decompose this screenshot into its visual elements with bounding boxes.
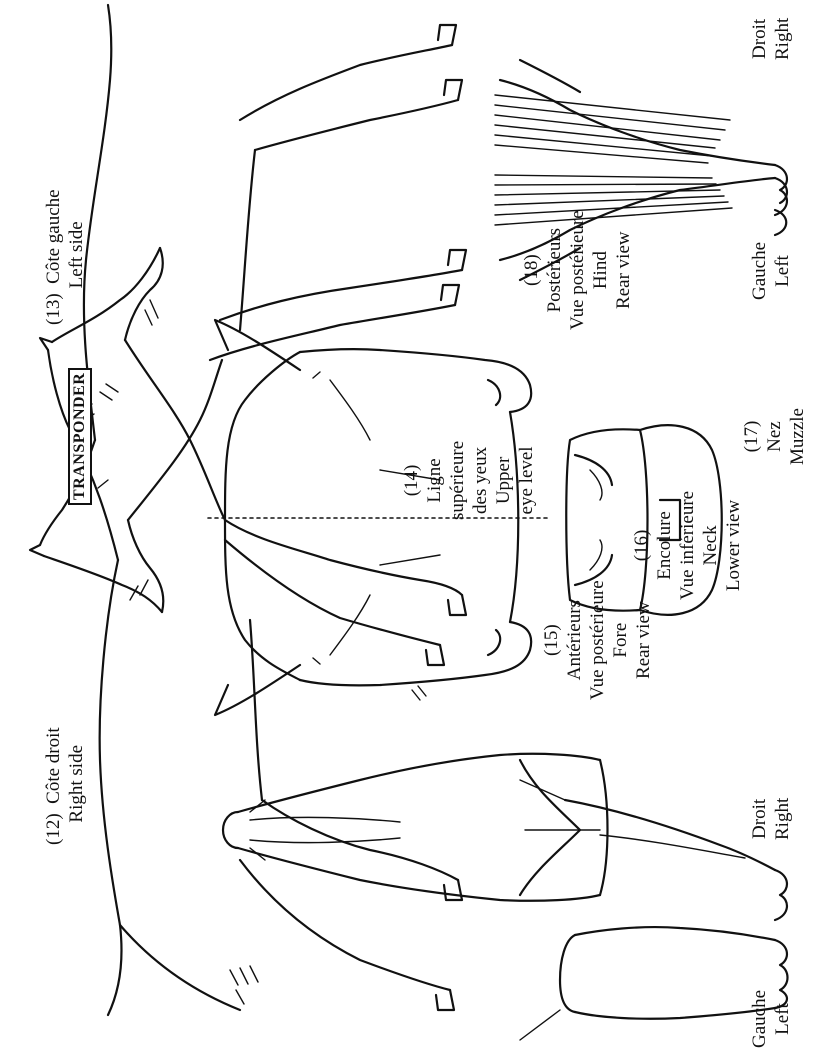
neck-lower-number: (16): [630, 491, 653, 600]
fore-right-label: Droit Right: [748, 798, 794, 840]
fore-left-fr: Gauche: [748, 990, 771, 1048]
fore-rear-number: (15): [540, 580, 563, 700]
hind-rear-en1: Hind: [589, 210, 612, 330]
hind-rear-number: (18): [520, 210, 543, 330]
right-side-number: (12): [43, 809, 64, 845]
neck-lower-en1: Neck: [699, 491, 722, 600]
upper-eye-en1: Upper: [492, 441, 515, 520]
upper-eye-fr3: des yeux: [469, 441, 492, 520]
upper-eye-number: (14): [400, 441, 423, 520]
fore-right-fr: Droit: [748, 798, 771, 840]
right-side-label: (12) Côte droit Right side: [42, 723, 88, 845]
muzzle-en: Muzzle: [786, 408, 809, 465]
hind-right-fr: Droit: [748, 18, 771, 60]
hind-right-en: Right: [771, 18, 794, 60]
left-side-label: (13) Côte gauche Left side: [42, 185, 88, 325]
left-side-horse-outline: [30, 5, 466, 612]
hind-rear-fr1: Postérieurs: [543, 210, 566, 330]
left-side-fr: Côte gauche: [43, 185, 64, 284]
neck-lower-fr1: Encolure: [653, 491, 676, 600]
right-side-horse-outline: [40, 248, 466, 1015]
right-side-en: Right side: [65, 723, 88, 845]
muzzle-number: (17): [740, 408, 763, 465]
hind-rear-en2: Rear view: [612, 210, 635, 330]
neck-lower-view-label: (16) Encolure Vue inférieure Neck Lower …: [630, 491, 745, 600]
neck-lower-view-outline: [223, 754, 608, 901]
fore-rear-fr1: Antérieurs: [563, 580, 586, 700]
left-side-en: Left side: [65, 185, 88, 325]
upper-eye-fr2: supérieure: [446, 441, 469, 520]
upper-eye-fr1: Ligne: [423, 441, 446, 520]
hind-left-en: Left: [771, 242, 794, 300]
hind-rear-fr2: Vue postérieure: [566, 210, 589, 330]
hind-right-label: Droit Right: [748, 18, 794, 60]
neck-lower-fr2: Vue inférieure: [676, 491, 699, 600]
fore-left-en: Left: [771, 990, 794, 1048]
right-side-fr: Côte droit: [43, 723, 64, 804]
fore-right-en: Right: [771, 798, 794, 840]
hind-rear-view-label: (18) Postérieurs Vue postérieure Hind Re…: [520, 210, 635, 330]
upper-eye-en2: eye level: [515, 441, 538, 520]
fore-left-label: Gauche Left: [748, 990, 794, 1048]
neck-lower-en2: Lower view: [722, 491, 745, 600]
muzzle-fr: Nez: [763, 408, 786, 465]
hind-left-fr: Gauche: [748, 242, 771, 300]
left-side-number: (13): [43, 289, 64, 325]
hind-left-label: Gauche Left: [748, 242, 794, 300]
upper-eye-level-label: (14) Ligne supérieure des yeux Upper eye…: [400, 441, 538, 520]
fore-rear-fr2: Vue postérieure: [586, 580, 609, 700]
transponder-label: TRANSPONDER: [68, 368, 92, 505]
fore-rear-en1: Fore: [609, 580, 632, 700]
muzzle-label: (17) Nez Muzzle: [740, 408, 809, 465]
